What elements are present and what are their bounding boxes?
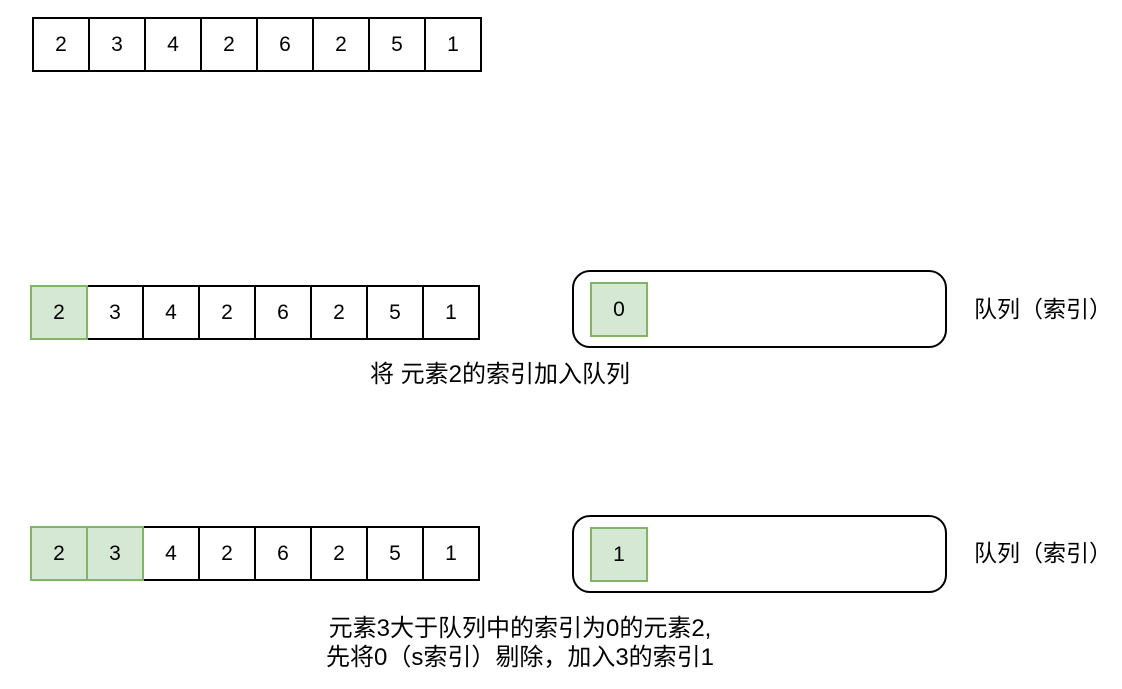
array-row-step1: 2 3 4 2 6 2 5 1: [30, 285, 480, 340]
queue-label: 队列（索引）: [974, 296, 1112, 322]
queue-box-step2: 1: [572, 515, 947, 593]
array-cell: 2: [200, 17, 258, 72]
array-cell: 4: [142, 285, 200, 340]
array-cell: 2: [310, 526, 368, 581]
step2-caption-line2: 先将0（s索引）剔除，加入3的索引1: [325, 644, 715, 671]
array-cell: 4: [142, 526, 200, 581]
array-cell: 2: [312, 17, 370, 72]
array-cell: 6: [256, 17, 314, 72]
array-cell: 3: [88, 17, 146, 72]
array-row-initial: 2 3 4 2 6 2 5 1: [32, 17, 482, 72]
array-cell: 2: [32, 17, 90, 72]
array-cell: 2: [198, 526, 256, 581]
step2-caption-line1: 元素3大于队列中的索引为0的元素2,: [328, 615, 712, 642]
step1-caption: 将 元素2的索引加入队列: [369, 361, 630, 388]
array-cell: 1: [422, 285, 480, 340]
array-cell: 3: [86, 285, 144, 340]
queue-item: 0: [590, 282, 648, 337]
queue-item: 1: [590, 527, 648, 582]
array-cell-highlighted: 2: [30, 285, 88, 340]
array-cell: 5: [366, 285, 424, 340]
array-cell: 2: [198, 285, 256, 340]
array-cell: 5: [368, 17, 426, 72]
queue-label: 队列（索引）: [974, 540, 1112, 566]
array-cell: 6: [254, 285, 312, 340]
step2-caption: 元素3大于队列中的索引为0的元素2, 先将0（s索引）剔除，加入3的索引1: [220, 614, 820, 672]
array-cell-highlighted: 3: [86, 526, 144, 581]
array-cell-highlighted: 2: [30, 526, 88, 581]
array-cell: 5: [366, 526, 424, 581]
array-cell: 1: [422, 526, 480, 581]
queue-box-step1: 0: [572, 270, 947, 348]
array-cell: 4: [144, 17, 202, 72]
array-cell: 1: [424, 17, 482, 72]
array-row-step2: 2 3 4 2 6 2 5 1: [30, 526, 480, 581]
array-cell: 6: [254, 526, 312, 581]
array-cell: 2: [310, 285, 368, 340]
